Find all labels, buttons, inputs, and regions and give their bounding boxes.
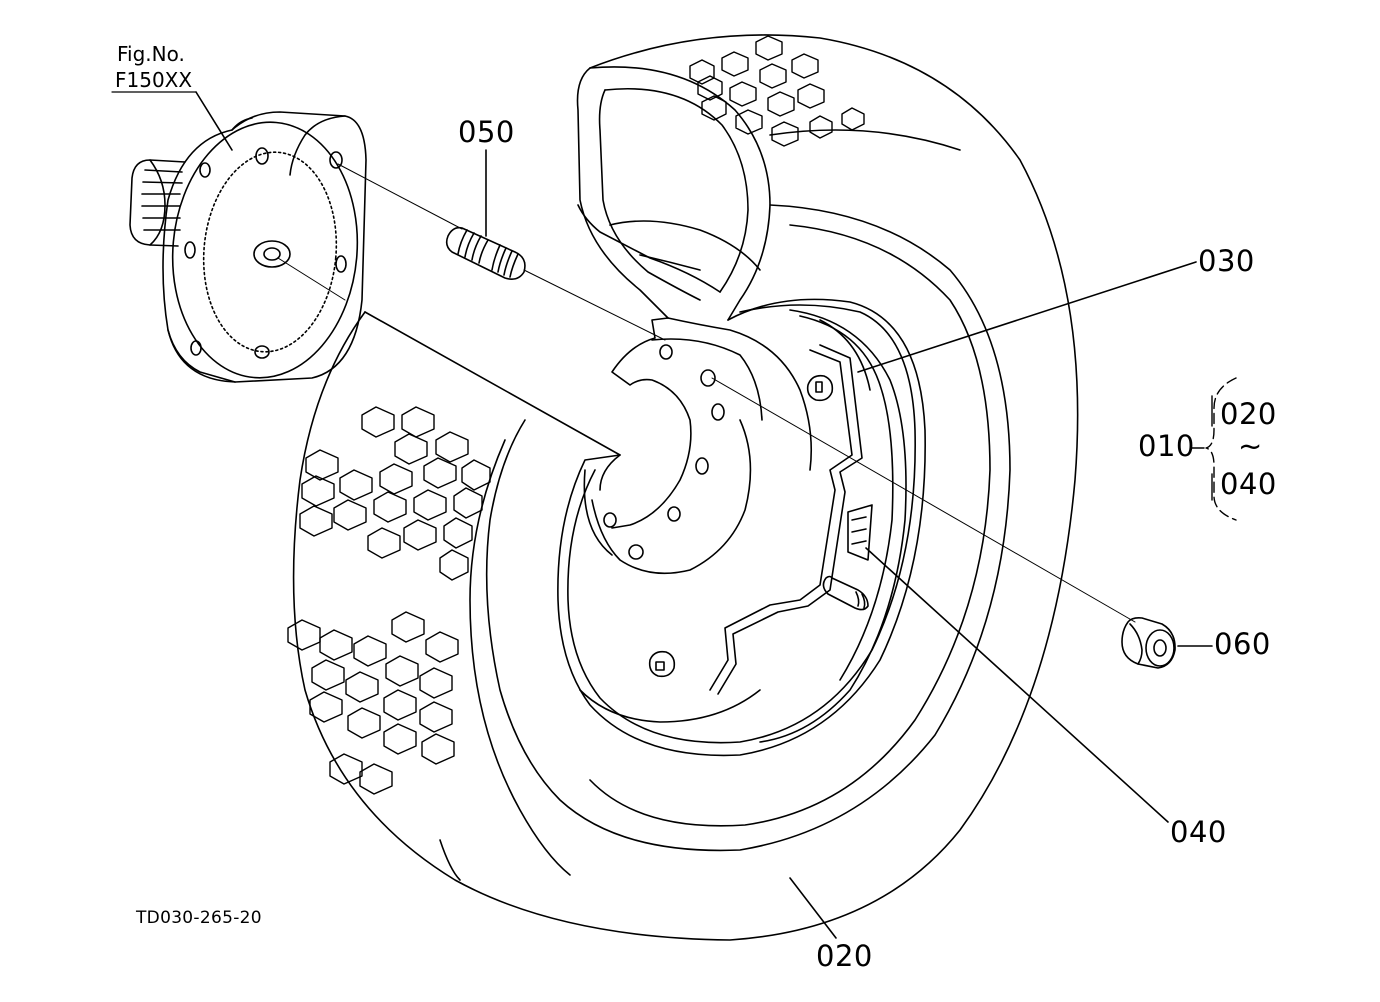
axle-hub-flange	[130, 112, 368, 386]
callout-040-group: 040	[1220, 467, 1277, 501]
fig-no-value: F150XX	[115, 68, 193, 92]
wheel-nut-060	[1122, 618, 1175, 668]
callout-050: 050	[458, 115, 515, 149]
assembly-bracket-010	[1192, 378, 1236, 520]
callout-020: 020	[816, 939, 873, 973]
tire-valve-040	[823, 577, 868, 610]
range-tilde: ~	[1238, 429, 1263, 463]
wheel-stud-050	[447, 228, 525, 279]
fig-ref-leader	[196, 92, 232, 150]
tread-blocks-left	[288, 407, 490, 794]
callout-030: 030	[1198, 244, 1255, 278]
leader-030	[858, 262, 1196, 372]
stud-axis-line-2	[524, 270, 665, 340]
fig-no-label: Fig.No.	[117, 42, 185, 66]
leader-020	[790, 878, 836, 938]
tire-020	[294, 35, 1078, 940]
wheel-rim-030	[558, 299, 925, 755]
stud-axis-line	[338, 164, 462, 229]
drawing-code: TD030-265-20	[136, 908, 262, 928]
tread-blocks-upper	[690, 36, 864, 146]
callout-010: 010	[1138, 429, 1195, 463]
callout-060: 060	[1214, 627, 1271, 661]
leader-040	[866, 548, 1168, 822]
callout-020-group: 020	[1220, 397, 1277, 431]
hub-axis-line	[278, 258, 345, 300]
callout-040: 040	[1170, 815, 1227, 849]
